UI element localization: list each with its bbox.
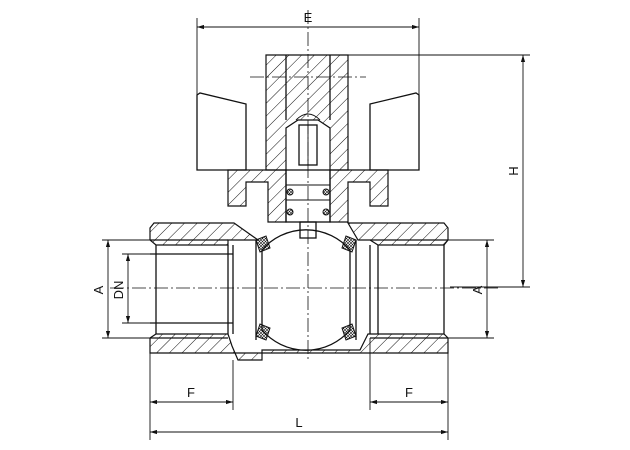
svg-text:L: L <box>295 415 302 430</box>
svg-text:A: A <box>470 285 485 294</box>
dimension-L: L <box>150 415 448 435</box>
svg-text:E: E <box>304 10 313 25</box>
svg-text:F: F <box>187 385 195 400</box>
dimension-H: H <box>348 54 530 288</box>
svg-text:DN: DN <box>111 281 126 300</box>
svg-text:A: A <box>91 285 106 294</box>
dimension-DN: DN <box>111 253 150 324</box>
bonnet <box>227 169 389 239</box>
dimension-A-left: A <box>91 239 150 339</box>
dimension-A-right: A <box>448 239 494 339</box>
valve-body <box>149 222 449 361</box>
dimension-F-right: F <box>369 338 449 440</box>
svg-text:H: H <box>506 166 521 175</box>
dimension-F-left: F <box>149 353 234 440</box>
svg-text:F: F <box>405 385 413 400</box>
dimension-E: E <box>196 10 420 95</box>
